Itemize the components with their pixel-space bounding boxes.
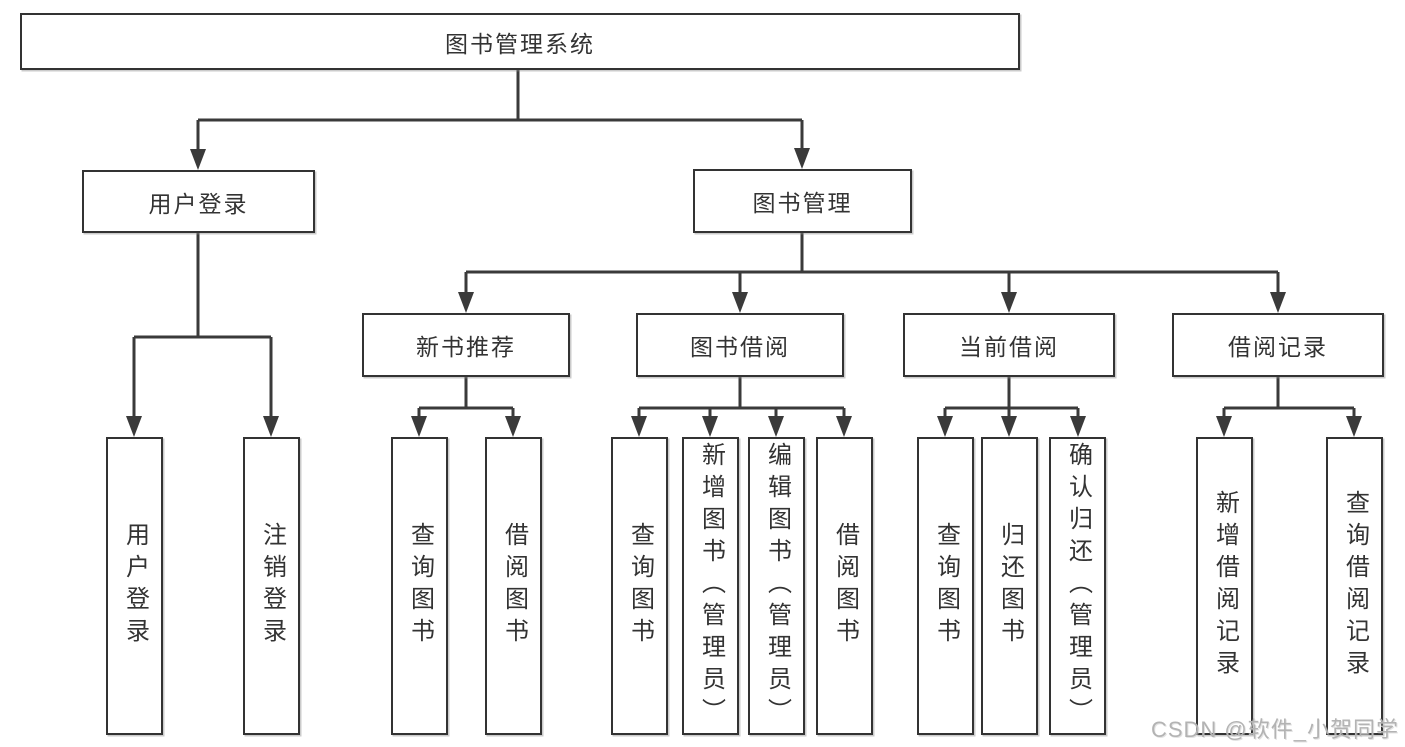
leaf-query-books-2-label: 查询图书 <box>626 522 654 650</box>
leaf-logout: 注销登录 <box>243 437 300 735</box>
connector-root-to-level1 <box>196 70 804 153</box>
leaf-confirm-return-admin-label: 确认归还（管理员） <box>1064 442 1092 730</box>
leaf-confirm-return-admin: 确认归还（管理员） <box>1049 437 1106 735</box>
node-book-borrowing-label: 图书借阅 <box>690 334 790 360</box>
leaf-add-borrow-record: 新增借阅记录 <box>1196 437 1253 735</box>
leaf-borrow-books-1: 借阅图书 <box>485 437 542 735</box>
leaf-edit-books-admin: 编辑图书（管理员） <box>748 437 805 735</box>
leaf-logout-label: 注销登录 <box>258 522 286 650</box>
leaf-borrow-books-2-label: 借阅图书 <box>831 522 859 650</box>
node-current-borrowing-label: 当前借阅 <box>959 334 1059 360</box>
leaf-user-login: 用户登录 <box>106 437 163 735</box>
connector-book-borrow-to-leaves <box>637 377 846 421</box>
node-borrowing-records: 借阅记录 <box>1172 313 1384 377</box>
leaf-add-books-admin-label: 新增图书（管理员） <box>697 442 725 730</box>
node-new-book-recommend-label: 新书推荐 <box>416 334 516 360</box>
leaf-query-books-2: 查询图书 <box>611 437 668 735</box>
leaf-return-books: 归还图书 <box>981 437 1038 735</box>
node-root: 图书管理系统 <box>20 13 1020 70</box>
node-book-management-label: 图书管理 <box>752 190 853 216</box>
leaf-user-login-label: 用户登录 <box>121 522 149 650</box>
node-borrowing-records-label: 借阅记录 <box>1228 334 1328 360</box>
node-new-book-recommend: 新书推荐 <box>362 313 570 377</box>
arrowhead-icons <box>126 148 1362 437</box>
leaf-borrow-books-2: 借阅图书 <box>816 437 873 735</box>
leaf-borrow-books-1-label: 借阅图书 <box>500 522 528 650</box>
leaf-query-borrow-record: 查询借阅记录 <box>1326 437 1383 735</box>
leaf-query-books-3: 查询图书 <box>917 437 974 735</box>
leaf-query-books-1-label: 查询图书 <box>406 522 434 650</box>
leaf-add-books-admin: 新增图书（管理员） <box>682 437 739 735</box>
leaf-query-books-1: 查询图书 <box>391 437 448 735</box>
node-user-login-label: 用户登录 <box>148 190 249 217</box>
leaf-query-borrow-record-label: 查询借阅记录 <box>1341 490 1369 682</box>
leaf-add-borrow-record-label: 新增借阅记录 <box>1211 490 1239 682</box>
connector-current-borrow-to-leaves <box>943 377 1080 421</box>
node-user-login: 用户登录 <box>82 170 315 233</box>
connector-borrow-records-to-leaves <box>1222 377 1356 421</box>
connector-book-mgmt-to-level2 <box>464 233 1280 296</box>
leaf-edit-books-admin-label: 编辑图书（管理员） <box>763 442 791 730</box>
node-root-label: 图书管理系统 <box>445 30 595 57</box>
csdn-watermark: CSDN @软件_小贺同学 <box>1150 717 1399 742</box>
node-book-borrowing: 图书借阅 <box>636 313 844 377</box>
node-current-borrowing: 当前借阅 <box>903 313 1115 377</box>
connector-user-login-to-leaves <box>132 233 273 421</box>
leaf-query-books-3-label: 查询图书 <box>932 522 960 650</box>
leaf-return-books-label: 归还图书 <box>996 522 1024 650</box>
node-book-management: 图书管理 <box>693 169 912 233</box>
connector-new-book-to-leaves <box>417 377 515 421</box>
